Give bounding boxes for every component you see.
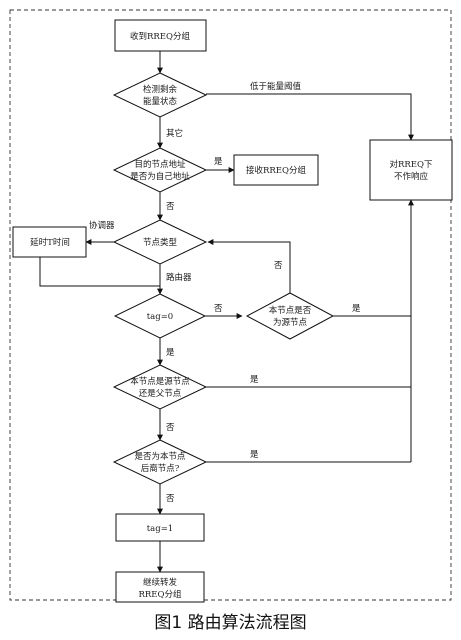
edge-label-dest-no: 否 <box>166 202 175 212</box>
edge-label-source-yes: 是 <box>352 304 361 314</box>
figure-caption: 图1 路由算法流程图 <box>154 613 307 633</box>
node-receive <box>114 19 207 52</box>
node-tag0 <box>113 293 207 339</box>
outer-frame <box>9 9 452 601</box>
node-accept <box>233 154 319 186</box>
label-tag0: tag=0 <box>147 312 173 322</box>
label-receive: 收到RREQ分组 <box>130 31 190 42</box>
edge-label-tag-yes: 是 <box>166 348 175 358</box>
label-forward-1: 继续转发 <box>143 577 178 588</box>
label-forward-2: RREQ分组 <box>139 589 182 600</box>
node-src-or-parent <box>112 364 208 410</box>
node-forward <box>115 571 205 603</box>
label-check-energy-2: 能量状态 <box>143 96 178 107</box>
label-no-response-2: 不作响应 <box>394 171 429 182</box>
edge-label-source-no: 否 <box>274 261 283 271</box>
label-is-dest-2: 是否为自己地址 <box>130 171 190 182</box>
label-accept: 接收RREQ分组 <box>246 165 306 176</box>
edge-label-srcparent-yes: 是 <box>250 375 259 385</box>
edge-label-other: 其它 <box>166 128 183 139</box>
node-no-response <box>369 139 453 201</box>
edge-label-coordinator: 协调器 <box>89 220 115 231</box>
label-is-dest-1: 目的节点地址 <box>134 159 186 170</box>
node-is-dest <box>112 147 208 193</box>
edge-label-router: 路由器 <box>166 272 192 283</box>
label-check-energy-1: 检测剩余 <box>143 84 178 95</box>
label-is-source-1: 本节点是否 <box>269 305 312 316</box>
node-delay <box>12 226 87 258</box>
label-is-descendant-1: 是否为本节点 <box>134 451 186 462</box>
label-node-type: 节点类型 <box>143 237 178 248</box>
node-node-type <box>112 219 208 265</box>
label-delay: 延时T时间 <box>30 237 70 248</box>
node-set-tag <box>115 513 205 542</box>
edge-label-desc-no: 否 <box>166 494 175 504</box>
label-is-descendant-2: 后裔节点? <box>141 463 180 474</box>
node-is-descendant <box>112 439 208 485</box>
node-is-source <box>245 292 335 340</box>
label-set-tag: tag=1 <box>147 524 173 534</box>
edge-source-no <box>207 239 291 293</box>
edge-delay-return <box>39 257 160 287</box>
edge-label-desc-yes: 是 <box>250 450 259 460</box>
edge-label-tag-no: 否 <box>214 304 223 314</box>
label-src-or-parent-2: 还是父节点 <box>139 388 182 399</box>
edge-label-low-energy: 低于能量阈值 <box>250 81 302 92</box>
node-check-energy <box>112 72 208 118</box>
label-no-response-1: 对RREQ下 <box>390 159 433 170</box>
edge-low-energy <box>206 93 414 141</box>
label-is-source-2: 为源节点 <box>273 317 308 328</box>
edge-label-dest-yes: 是 <box>214 157 223 167</box>
edge-label-srcparent-no: 否 <box>166 423 175 433</box>
label-src-or-parent-1: 本节点是源节点 <box>130 376 190 387</box>
